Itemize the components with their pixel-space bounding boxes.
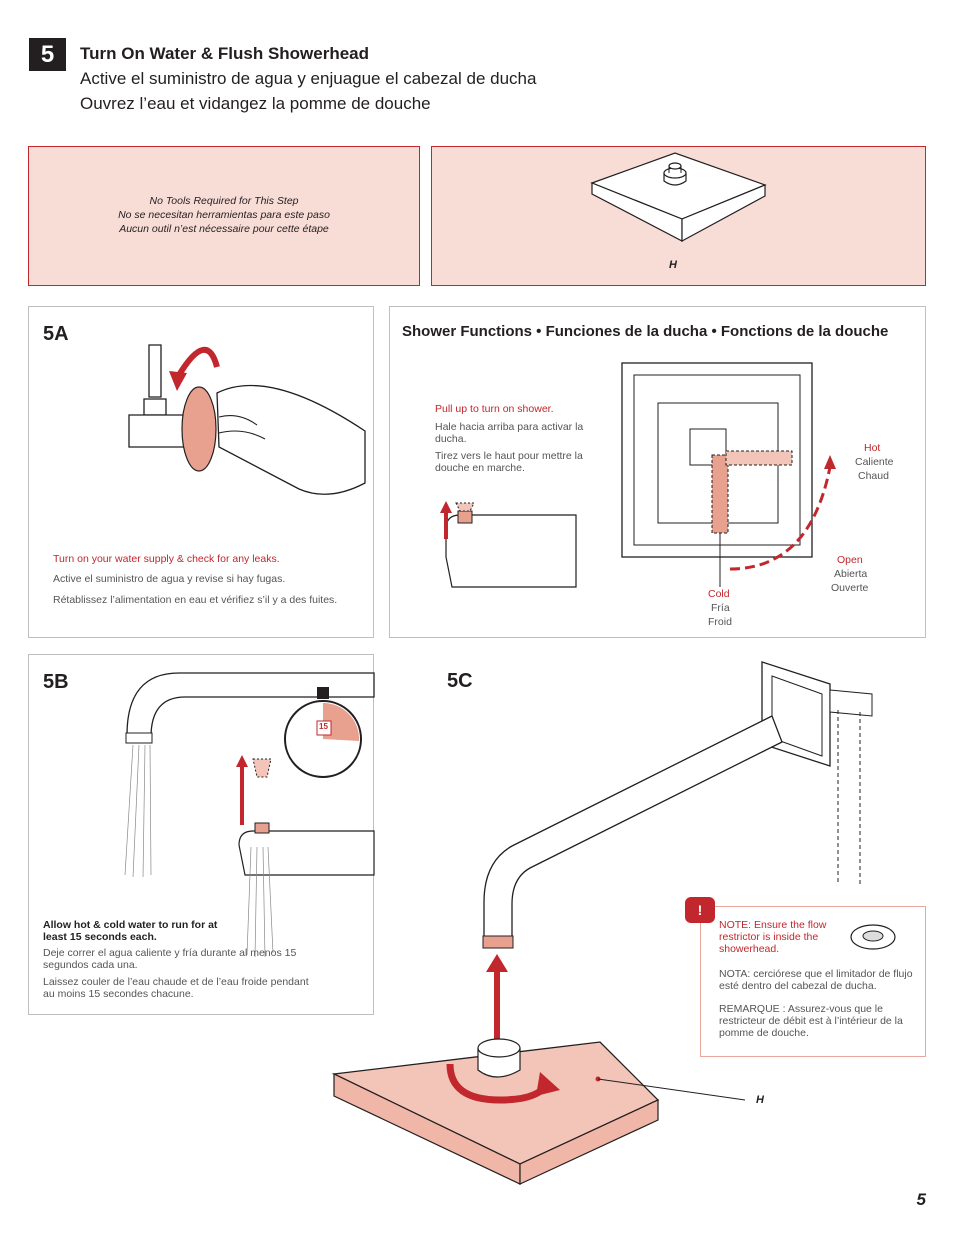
hot-label-es: Caliente (855, 456, 894, 468)
open-label-es: Abierta (834, 568, 868, 580)
flush-water-illustration (124, 672, 375, 958)
open-label-fr: Ouverte (831, 582, 869, 594)
tools-line-en: No Tools Required for This Step (149, 195, 299, 207)
tools-note: No Tools Required for This Step No se ne… (29, 194, 419, 236)
panel-5a-text-fr: Rétablissez l’alimentation en eau et vér… (53, 594, 338, 606)
shower-functions-panel: Shower Functions • Funciones de la ducha… (389, 306, 926, 638)
panel-5a: 5A Turn on your water supply & check for… (28, 306, 374, 638)
panel-5b-label: 5B (43, 671, 69, 693)
part-label-h: H (669, 259, 677, 271)
shower-functions-title: Shower Functions • Funciones de la ducha… (402, 323, 889, 340)
note-text-en: NOTE: Ensure the flow restrictor is insi… (719, 919, 827, 955)
hot-label-fr: Chaud (858, 470, 889, 482)
timer-seconds: 15 (319, 722, 328, 731)
cold-label-en: Cold (708, 588, 730, 600)
hot-label-en: Hot (864, 442, 881, 454)
note-text-es: NOTA: cerciórese que el limitador de flu… (719, 968, 913, 992)
cold-label-fr: Froid (708, 616, 732, 628)
step-title-es: Active el suministro de agua y enjuague … (80, 69, 537, 88)
step-title-en: Turn On Water & Flush Showerhead (80, 44, 370, 63)
panel-5b: 5B 15 Allow hot & cold water to run for … (28, 654, 375, 1015)
pull-text-en: Pull up to turn on shower. (435, 403, 554, 415)
panel-5b-text-en: Allow hot & cold water to run for at lea… (43, 919, 218, 943)
pull-text-fr: Tirez vers le haut pour mettre la douche… (435, 450, 583, 474)
valve-hand-illustration (128, 344, 366, 495)
step-number-badge: 5 (29, 38, 66, 71)
cold-label-es: Fría (711, 602, 730, 614)
panel-5a-label: 5A (43, 323, 69, 345)
panel-5c-label: 5C (447, 670, 473, 692)
flow-restrictor-note: ! NOTE: Ensure the flow restrictor is in… (685, 897, 926, 1057)
panel-5a-text-en: Turn on your water supply & check for an… (53, 553, 280, 565)
warning-icon: ! (685, 897, 715, 923)
panel-5a-text-es: Active el suministro de agua y revise si… (53, 573, 286, 585)
tools-line-fr: Aucun outil n’est nécessaire pour cette … (119, 223, 329, 235)
page-number: 5 (916, 1190, 926, 1209)
open-label-en: Open (837, 554, 863, 566)
panel-5b-text-fr: Laissez couler de l’eau chaude et de l’e… (43, 976, 309, 1000)
trim-and-spout-illustration (440, 362, 836, 588)
pull-text-es: Hale hacia arriba para activar la ducha. (435, 421, 584, 445)
step-title-fr: Ouvrez l’eau et vidangez la pomme de dou… (80, 94, 431, 113)
note-text-fr: REMARQUE : Assurez-vous que le restricte… (719, 1003, 903, 1039)
tools-required-box: No Tools Required for This Step No se ne… (28, 146, 420, 286)
showerhead-part-illustration (590, 152, 767, 243)
part-label-h-install: H (756, 1094, 764, 1106)
parts-box: H (431, 146, 926, 286)
flow-restrictor-icon (850, 924, 896, 950)
panel-5b-text-es: Deje correr el agua caliente y fría dura… (43, 947, 297, 971)
tools-line-es: No se necesitan herramientas para este p… (118, 209, 330, 221)
